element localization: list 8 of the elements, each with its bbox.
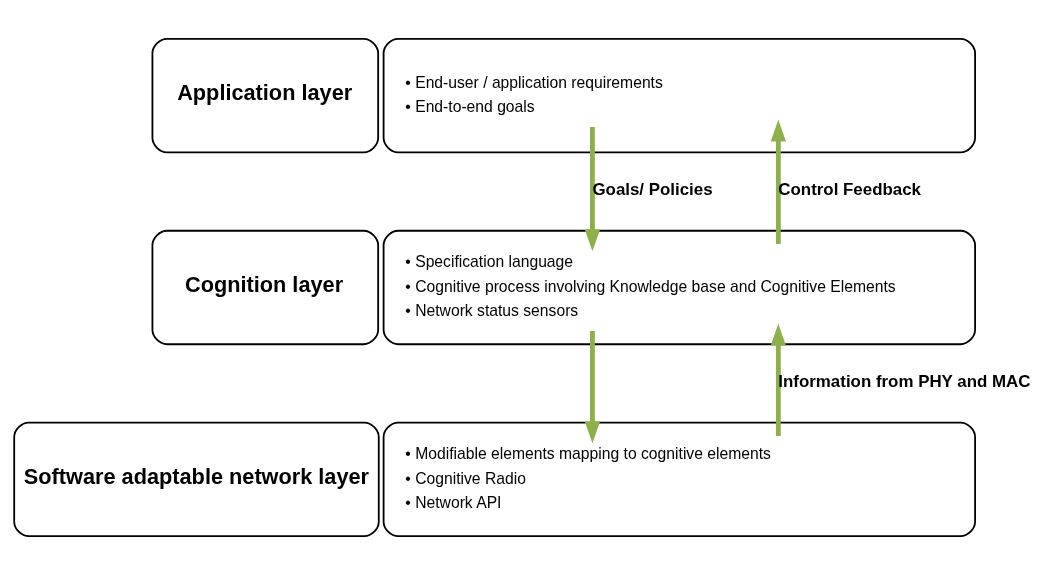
- arrow: [770, 323, 786, 436]
- node-box: Software adaptable network layer: [12, 421, 380, 538]
- node-box: Cognition layer: [151, 229, 379, 346]
- node-box: Application layer: [151, 37, 379, 154]
- arrow: [584, 126, 600, 252]
- arrow: [770, 119, 786, 245]
- node-box: • End-user / application requirements • End-to-end goals: [382, 37, 976, 154]
- arrow: [584, 330, 600, 444]
